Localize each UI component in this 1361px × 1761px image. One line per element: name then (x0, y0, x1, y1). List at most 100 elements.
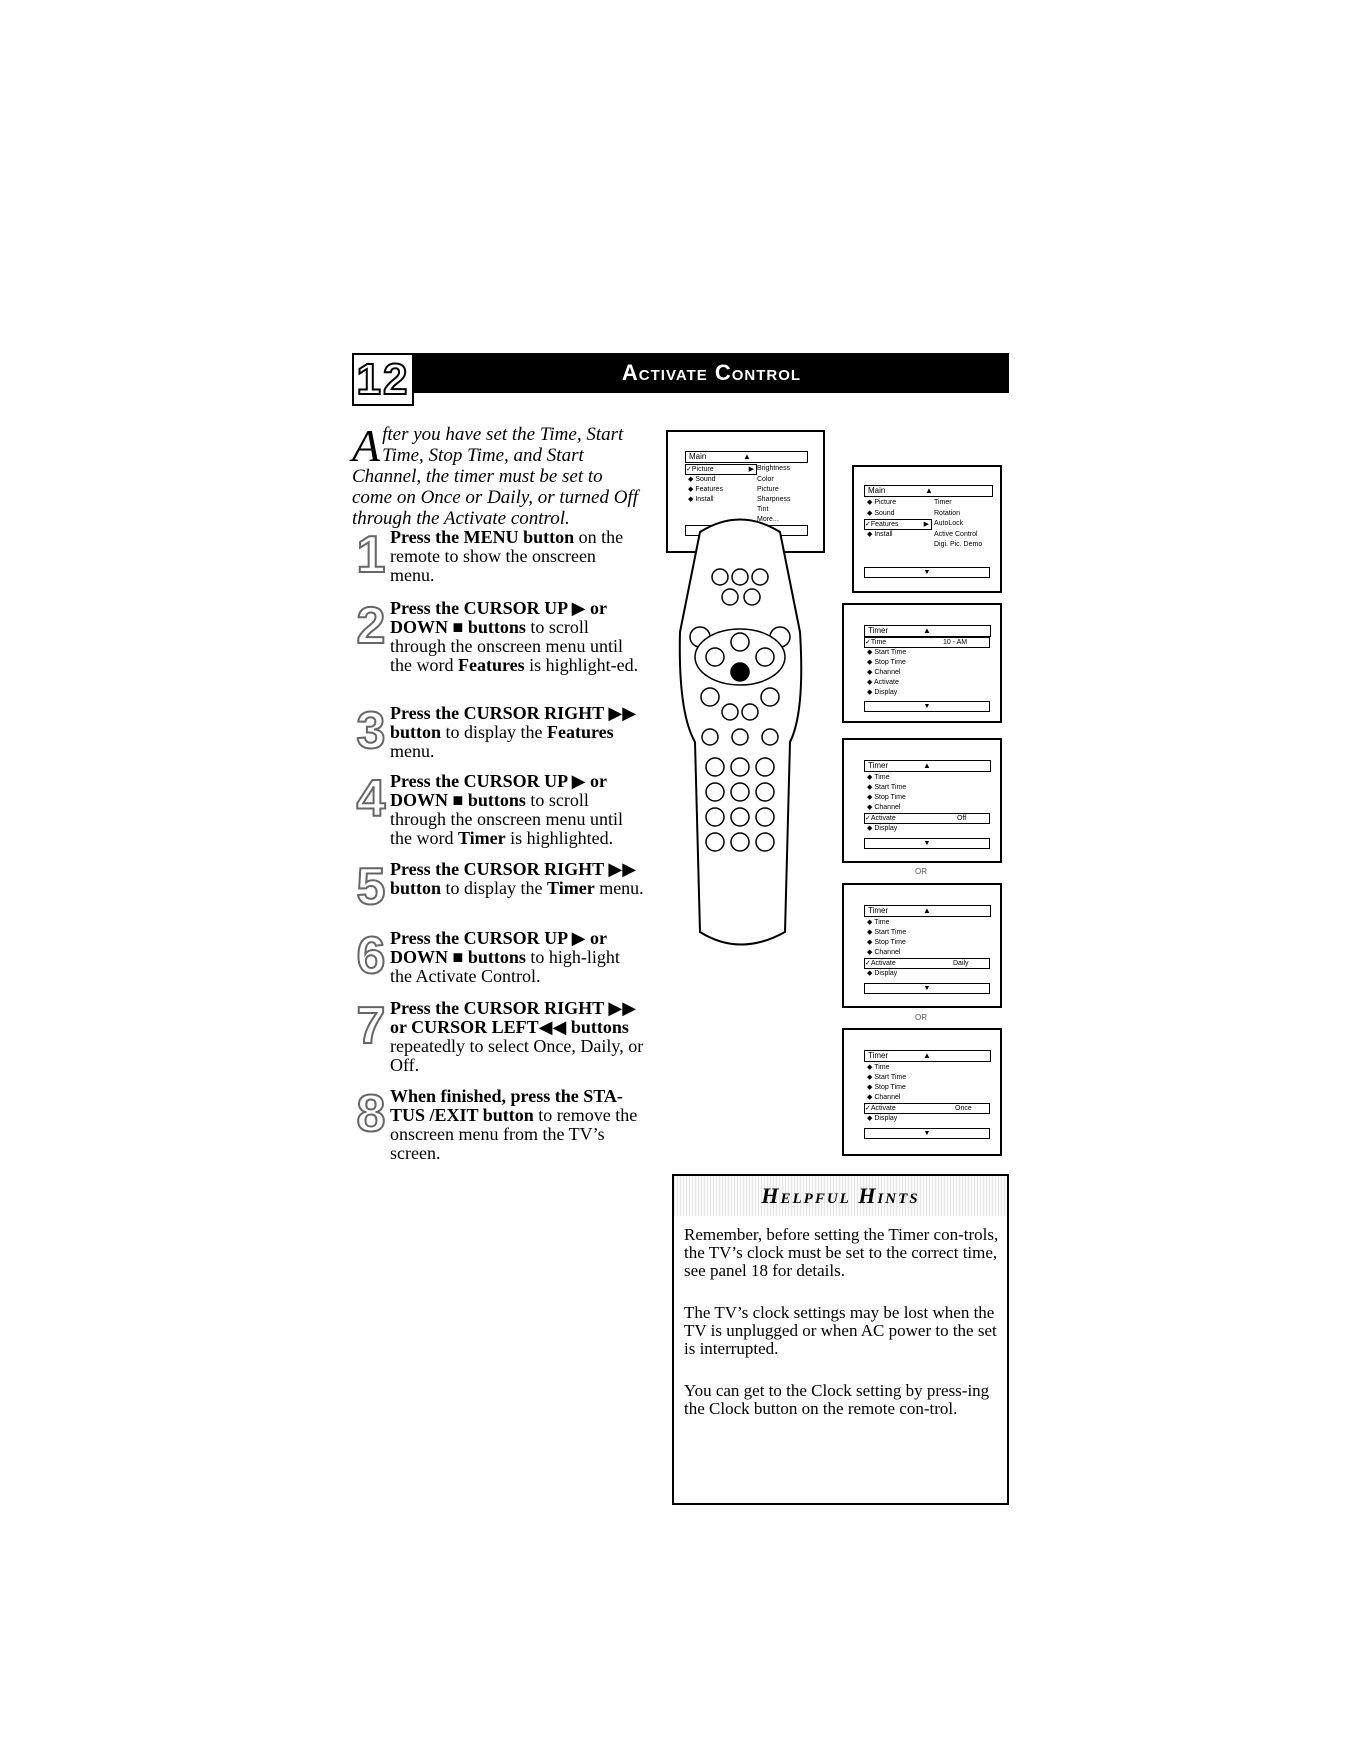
menu-row: ◆ Display (867, 1115, 898, 1122)
step-number: 1 (356, 526, 387, 584)
menu-row: ◆ Install (688, 496, 714, 503)
menu-row-label: Display (874, 1115, 898, 1122)
intro-paragraph: A fter you have set the Time, Start Time… (352, 420, 642, 530)
step-number: 6 (356, 927, 387, 985)
menu-row-label: Stop Time (874, 1084, 906, 1091)
down-arrow-icon: ▼ (923, 568, 931, 576)
number-button (755, 782, 775, 802)
page-number: 12 (354, 354, 412, 405)
menu-row-label: Start Time (874, 649, 907, 656)
menu-row-label: Time (874, 1064, 890, 1071)
remote-button (711, 568, 729, 586)
menu-title: Main ▲ (685, 451, 808, 463)
menu-row: ◆ Time (867, 919, 890, 926)
step-text: Press the CURSOR RIGHT ▶▶ button to disp… (390, 704, 644, 761)
menu-row-label: Activate (873, 679, 899, 686)
menu-sub-item: Picture (757, 486, 779, 493)
timer-menu-screen-once: Timer ▲ ◆ Time ◆ Start Time ◆ Stop Time … (842, 1028, 1002, 1156)
step-rest: to scroll through the onscreen menu unti… (390, 617, 623, 675)
menu-sub-item: More... (757, 516, 779, 523)
step-rest: repeatedly to select Once, Daily, or Off… (390, 1036, 644, 1075)
menu-row-label: Display (874, 825, 898, 832)
menu-row-label: Display (874, 970, 898, 977)
up-arrow-icon: ▲ (925, 486, 933, 495)
menu-row: ◆ Display (867, 689, 898, 696)
menu-row: ◆ Start Time (867, 929, 907, 936)
cursor-up-button (730, 632, 750, 652)
remote-button (743, 588, 761, 606)
step-2: 2 Press the CURSOR UP ▶ or DOWN ■ button… (352, 598, 644, 679)
menu-row-label: Install (695, 496, 714, 503)
right-arrow-icon: ▶ (923, 521, 929, 528)
menu-bottom-bar: ▼ (864, 838, 990, 849)
step-rest: to remove the onscreen menu from the TV’… (390, 1105, 638, 1163)
menu-row-label: Channel (874, 1094, 901, 1101)
menu-row-label: Time (874, 774, 890, 781)
menu-row-highlighted: ✓Features▶ (864, 519, 932, 530)
remote-control-illustration (678, 518, 803, 946)
step-6: 6 Press the CURSOR UP ▶ or DOWN ■ button… (352, 927, 644, 989)
remote-button (760, 687, 780, 707)
step-5: 5 Press the CURSOR RIGHT ▶▶ button to di… (352, 859, 644, 920)
step-bold: Press the CURSOR RIGHT ▶▶ or CURSOR LEFT… (390, 998, 637, 1037)
menu-row: ◆ Start Time (867, 784, 907, 791)
menu-row-label: Channel (874, 949, 901, 956)
menu-row: ◆ Sound (867, 510, 895, 517)
menu-row-label: Start Time (874, 784, 907, 791)
hint-item: The TV’s clock settings may be lost when… (684, 1303, 997, 1358)
menu-row-label: Sound (874, 510, 895, 517)
or-label: OR (915, 867, 927, 876)
menu-row: ◆ Channel (867, 1094, 901, 1101)
remote-button (731, 568, 749, 586)
hint-item: You can get to the Clock setting by pres… (684, 1381, 990, 1418)
up-arrow-icon: ▲ (743, 452, 751, 461)
menu-bottom-bar: ▼ (864, 701, 990, 712)
menu-row-label: Start Time (874, 929, 907, 936)
step-bold: Press the MENU button (390, 527, 575, 547)
down-arrow-icon: ▼ (923, 1129, 931, 1137)
up-arrow-icon: ▲ (923, 626, 931, 635)
menu-row: ◆ Stop Time (867, 939, 906, 946)
step-text: Press the CURSOR UP ▶ or DOWN ■ buttons … (390, 772, 644, 848)
step-text: Press the CURSOR RIGHT ▶▶ button to disp… (390, 860, 644, 898)
step-text: Press the MENU button on the remote to s… (390, 528, 644, 585)
menu-title-text: Timer (868, 906, 889, 915)
step-bold-2: Features (547, 722, 614, 742)
step-bold-2: Features (457, 655, 525, 675)
features-menu-screen: Main ▲ ◆ Picture ◆ Sound ✓Features▶ ◆ In… (852, 465, 1002, 593)
step-rest: to high-light the Activate Control. (390, 947, 620, 986)
remote-button (751, 568, 769, 586)
menu-row-label: Stop Time (874, 939, 906, 946)
remote-volume-channel (700, 687, 780, 746)
step-number: 8 (356, 1085, 387, 1143)
step-rest: on the remote to show the onscreen menu. (390, 527, 624, 585)
menu-row: ◆ Start Time (867, 649, 907, 656)
menu-row-highlighted: ✓Picture▶ (685, 464, 757, 475)
down-arrow-icon: ▼ (923, 702, 931, 710)
menu-row-value: 10 - AM (943, 639, 968, 646)
menu-sub-item: Digi. Pic. Demo (934, 541, 983, 548)
menu-row-label: Start Time (874, 1074, 907, 1081)
intro-dropcap: A (352, 420, 381, 471)
step-number: 7 (356, 997, 387, 1055)
step-text: When finished, press the STA-TUS /EXIT b… (390, 1087, 644, 1163)
menu-title-text: Timer (868, 1051, 889, 1060)
menu-title: Main ▲ (864, 485, 993, 497)
menu-row-label: Features (695, 486, 723, 493)
step-rest-2: menu. (390, 741, 435, 761)
menu-row-label: Activate (870, 1105, 896, 1112)
step-text: Press the CURSOR RIGHT ▶▶ or CURSOR LEFT… (390, 999, 644, 1075)
header-bar (352, 353, 1009, 393)
step-bold: When finished, press the STA-TUS /EXIT b… (390, 1086, 623, 1125)
cursor-down-button (730, 662, 750, 682)
step-bold-2: Timer (547, 878, 595, 898)
menu-row: ◆ Display (867, 825, 898, 832)
right-arrow-icon: ▶ (748, 466, 754, 473)
menu-bottom-bar: ▼ (864, 1128, 990, 1139)
or-label: OR (915, 1013, 927, 1022)
menu-row-label: Time (874, 919, 890, 926)
